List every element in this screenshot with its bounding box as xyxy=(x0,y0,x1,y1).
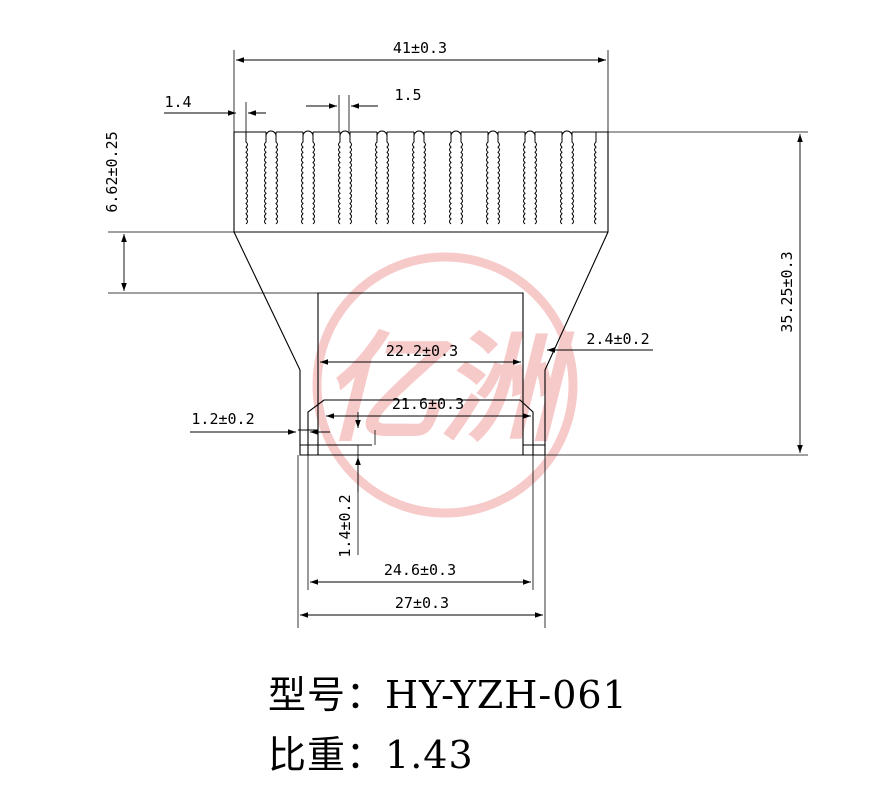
density-value: 1.43 xyxy=(385,733,474,777)
fin-wall xyxy=(301,132,304,225)
fin-tip xyxy=(561,130,573,137)
dimension-lines xyxy=(121,57,803,618)
fin-edge xyxy=(245,132,248,225)
fin-wall xyxy=(534,132,537,225)
fin-wall xyxy=(338,132,341,225)
fin-wall xyxy=(275,132,278,225)
fin-wall xyxy=(312,132,315,225)
fin-wall xyxy=(449,132,452,225)
fin-wall xyxy=(523,132,526,225)
dim-total-height: 35.25±0.3 xyxy=(778,251,796,332)
fin-wall xyxy=(497,132,500,225)
fin-wall xyxy=(386,132,389,225)
fin-wall xyxy=(264,132,267,225)
fin-tip xyxy=(487,130,499,137)
fin-wall xyxy=(349,132,352,225)
fin-array xyxy=(234,130,608,225)
dim-base-thickness: 6.62±0.25 xyxy=(103,131,121,212)
fin-tip xyxy=(302,130,314,137)
dim-inner-width-lower: 21.6±0.3 xyxy=(392,395,464,413)
fin-wall xyxy=(486,132,489,225)
heatsink-profile-drawing: 亿洲 xyxy=(103,39,808,628)
fin-edge xyxy=(594,132,597,225)
dim-step-height: 1.4±0.2 xyxy=(336,494,354,557)
dim-fin-gap: 1.5 xyxy=(394,86,421,104)
fin-tip xyxy=(265,130,277,137)
heatsink-outline xyxy=(233,132,609,456)
watermark-text: 亿洲 xyxy=(322,320,575,458)
dim-flange-thickness: 1.2±0.2 xyxy=(191,410,254,428)
dim-wall-thickness: 2.4±0.2 xyxy=(586,330,649,348)
dim-bottom-inner-width: 24.6±0.3 xyxy=(384,561,456,579)
dim-overall-width: 41±0.3 xyxy=(393,39,447,57)
fin-wall xyxy=(412,132,415,225)
fin-wall xyxy=(423,132,426,225)
watermark-logo: 亿洲 xyxy=(312,252,578,518)
fin-tip xyxy=(450,130,462,137)
dim-bottom-outer-width: 27±0.3 xyxy=(395,594,449,612)
fin-tip xyxy=(339,130,351,137)
dim-fin-thickness: 1.4 xyxy=(164,93,191,111)
fin-wall xyxy=(460,132,463,225)
density-caption: 比重：1.43 xyxy=(268,724,474,779)
fin-wall xyxy=(571,132,574,225)
density-label: 比重： xyxy=(268,733,386,777)
model-label: 型号： xyxy=(268,673,386,717)
fin-tip xyxy=(413,130,425,137)
fin-tip xyxy=(376,130,388,137)
model-value: HY-YZH-061 xyxy=(385,673,628,717)
fin-tip xyxy=(524,130,536,137)
fin-wall xyxy=(375,132,378,225)
fin-wall xyxy=(560,132,563,225)
dim-inner-width-top: 22.2±0.3 xyxy=(386,342,458,360)
model-caption: 型号：HY-YZH-061 xyxy=(268,664,628,719)
